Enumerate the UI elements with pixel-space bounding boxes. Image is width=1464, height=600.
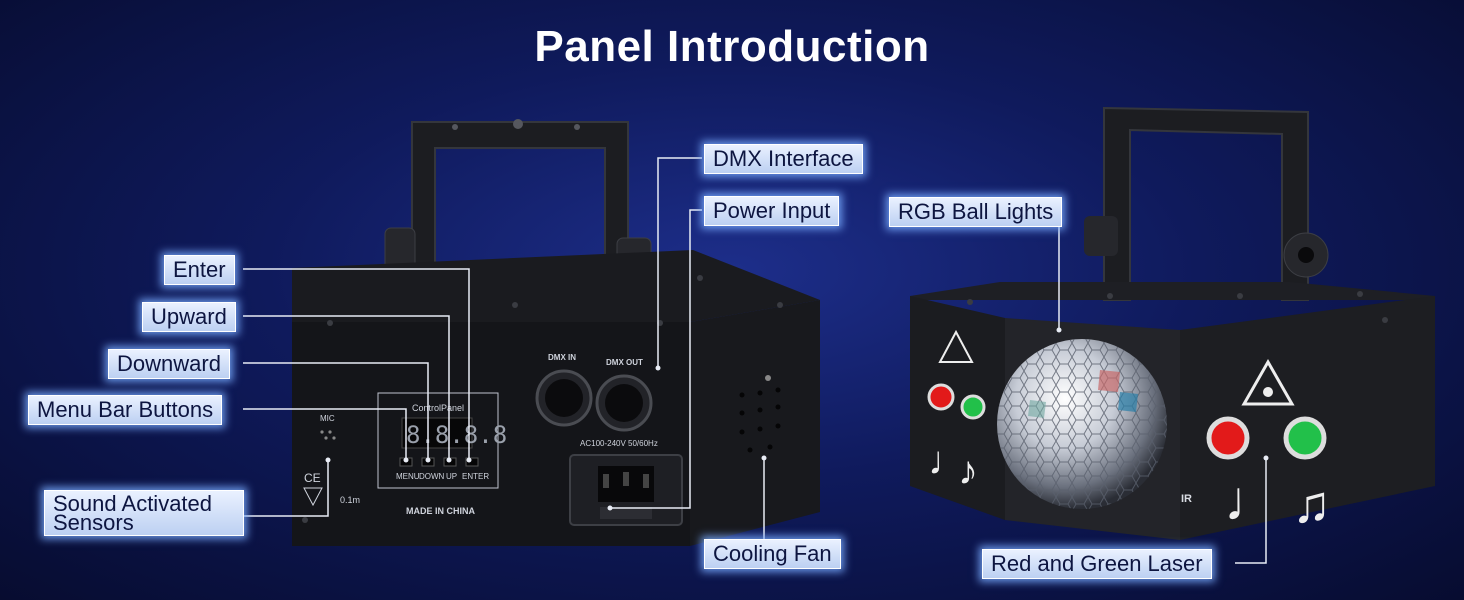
music-note-icon: ♩ — [928, 439, 968, 483]
page-title: Panel Introduction — [534, 22, 930, 71]
back-device: MIC CE 0.1m ControlPanel 8.8.8.8 MENU DO… — [292, 119, 820, 546]
mic-label: MIC — [320, 414, 335, 423]
dmx-out-label: DMX OUT — [606, 358, 643, 367]
callout-rgb-ball-lights: RGB Ball Lights — [889, 197, 1063, 227]
button-label-enter: ENTER — [462, 472, 489, 481]
music-note-icon: ♪ — [958, 449, 978, 493]
callout-lines — [243, 157, 1267, 564]
laser-warning-icon — [938, 329, 974, 363]
callout-sound-activated-sensors: Sound Activated Sensors — [44, 490, 244, 536]
callout-dots — [325, 327, 1269, 511]
red-laser-lens-icon — [1206, 416, 1250, 460]
callout-cooling-fan: Cooling Fan — [704, 539, 841, 569]
ir-label: IR — [1181, 493, 1192, 505]
callout-power-input: Power Input — [704, 196, 840, 226]
distance-label: 0.1m — [340, 495, 360, 505]
callout-upward: Upward — [142, 302, 236, 332]
front-device: IR ♩ ♪ ♩ ♫ — [910, 106, 1435, 540]
red-laser-lens-icon — [927, 383, 955, 411]
green-laser-lens-icon — [1283, 416, 1327, 460]
music-notes-icon: ♫ — [1292, 476, 1331, 534]
green-laser-lens-icon — [960, 394, 986, 420]
dmx-in-label: DMX IN — [548, 353, 576, 362]
callout-downward: Downward — [108, 349, 230, 379]
music-note-icon: ♩ — [1224, 469, 1280, 532]
button-label-down: DOWN — [419, 472, 445, 481]
laser-warning-icon — [1241, 358, 1295, 406]
seven-segment-display: 8.8.8.8 — [406, 421, 507, 449]
control-panel-label: ControlPanel — [412, 403, 464, 413]
callout-menu-bar-buttons: Menu Bar Buttons — [28, 395, 223, 425]
callout-dmx-interface: DMX Interface — [704, 144, 863, 174]
voltage-label: AC100-240V 50/60Hz — [580, 439, 658, 448]
ce-mark: CE — [304, 471, 321, 485]
enter-button[interactable] — [465, 457, 479, 467]
button-label-menu: MENU — [396, 472, 420, 481]
callout-enter: Enter — [164, 255, 235, 285]
callout-red-and-green-laser: Red and Green Laser — [982, 549, 1212, 579]
button-label-up: UP — [446, 472, 457, 481]
made-in-label: MADE IN CHINA — [406, 506, 475, 516]
